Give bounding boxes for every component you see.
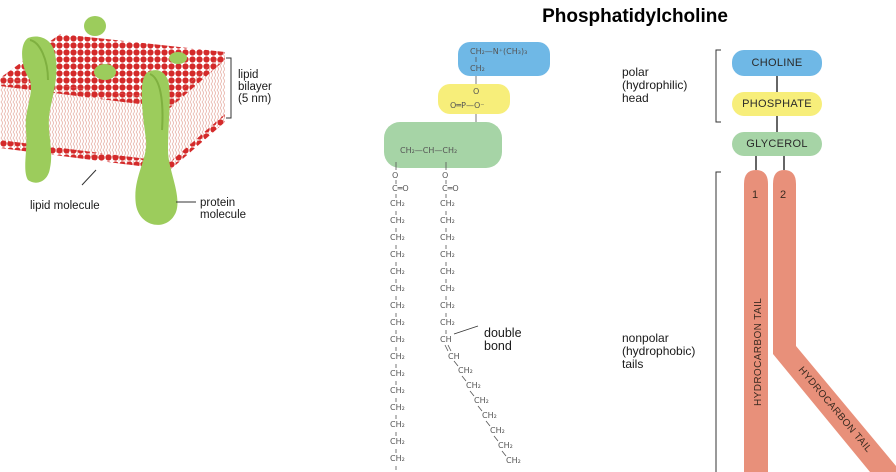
phosphate-oxygen-top: O	[473, 87, 479, 96]
glycerol-formula: CH₂—CH—CH₂	[400, 146, 457, 155]
ch2-unit: CH₂	[440, 267, 455, 276]
tail-1-number: 1	[752, 189, 758, 201]
ch2-unit: CH₂	[440, 199, 455, 208]
choline-group	[458, 42, 550, 76]
phosphate-pill: PHOSPHATE	[732, 92, 822, 116]
ch2-unit: CH₂	[390, 318, 405, 327]
ch2-unit: CH₂	[474, 396, 489, 405]
ch2-unit: CH₂	[440, 233, 455, 242]
ch2-unit: CH₂	[390, 284, 405, 293]
tail-1-label: HYDROCARBON TAIL	[753, 298, 764, 406]
ch2-unit: CH₂	[506, 456, 521, 465]
ch2-unit: CH₂	[390, 301, 405, 310]
ch2-unit: CH₂	[498, 441, 513, 450]
page-title: Phosphatidylcholine	[542, 6, 728, 27]
ch2-unit: CH₂	[482, 411, 497, 420]
polar-head-label: polar (hydrophilic) head	[622, 65, 688, 105]
carbonyl-group: C═O	[392, 184, 409, 193]
ch2-unit: CH₂	[390, 267, 405, 276]
ch2-unit: CH₂	[440, 250, 455, 259]
glycerol-group	[384, 122, 502, 168]
choline-ch2: CH₂	[470, 64, 485, 73]
ch2-unit: CH₂	[390, 369, 405, 378]
choline-formula: CH₂—N⁺(CH₃)₃	[470, 47, 527, 56]
hydrocarbon-tail-2	[773, 170, 896, 472]
tail-2-number: 2	[780, 189, 786, 201]
ch2-unit: CH₂	[390, 420, 405, 429]
phosphate-group	[438, 84, 510, 114]
ch2-unit: CH₂	[490, 426, 505, 435]
membrane-illustration	[0, 16, 232, 225]
ester-oxygen: O	[392, 171, 398, 180]
ch2-unit: CH₂	[390, 335, 405, 344]
protein-molecule-right	[135, 70, 178, 225]
tail-2-label: HYDROCARBON TAIL	[796, 365, 874, 455]
hydrocarbon-tail-1	[744, 170, 768, 472]
ch2-unit: CH₂	[390, 437, 405, 446]
head-bracket	[715, 49, 721, 123]
ch2-unit: CH₂	[458, 366, 473, 375]
ch2-unit: CH₂	[440, 301, 455, 310]
ch-unit: CH	[440, 335, 452, 344]
glycerol-pill: GLYCEROL	[732, 132, 822, 156]
ch2-unit: CH₂	[440, 318, 455, 327]
ch2-unit: CH₂	[440, 216, 455, 225]
ch2-unit: CH₂	[390, 352, 405, 361]
bilayer-bracket	[226, 57, 232, 119]
fatty-acid-chain-1: O C═O CH₂ CH₂ CH₂ CH₂ CH₂ CH₂ CH₂ CH₂ CH₂ CH₂ CH₂ CH₂…	[390, 162, 409, 472]
ch-unit: CH	[448, 352, 460, 361]
protein-bump	[84, 16, 106, 36]
ch2-unit: CH₂	[390, 233, 405, 242]
ch2-unit: CH₂	[466, 381, 481, 390]
fatty-acid-chain-2: O C═O CH₂ CH₂ CH₂ CH₂ CH₂ CH₂ CH₂ CH₂ CH CH CH₂ CH₂ CH…	[440, 162, 521, 465]
ch2-unit: CH₂	[390, 386, 405, 395]
ch2-unit: CH₂	[440, 284, 455, 293]
tails-bracket	[715, 171, 721, 472]
ch2-unit: CH₂	[390, 403, 405, 412]
ch2-unit: CH₂	[390, 216, 405, 225]
ch2-unit: CH₂	[390, 199, 405, 208]
lipid-molecule-label: lipid molecule	[30, 200, 100, 212]
choline-pill: CHOLINE	[732, 50, 822, 76]
lipid-bilayer-label: lipid bilayer (5 nm)	[238, 69, 272, 105]
carbonyl-group: C═O	[442, 184, 459, 193]
protein-molecule-label: protein molecule	[200, 197, 247, 221]
ch2-unit: CH₂	[390, 250, 405, 259]
nonpolar-tails-label: nonpolar (hydrophobic) tails	[622, 331, 696, 371]
ester-oxygen: O	[442, 171, 448, 180]
phosphate-formula: O═P—O⁻	[450, 101, 484, 110]
ch2-unit: CH₂	[390, 454, 405, 463]
double-bond-label: double bond	[484, 326, 522, 353]
chemical-structure: CH₂—N⁺(CH₃)₃ CH₂ O O═P—O⁻ O CH₂—CH—CH₂ O…	[384, 42, 550, 472]
schematic-diagram: 1 2 HYDROCARBON TAIL HYDROCARBON TAIL	[715, 49, 896, 472]
